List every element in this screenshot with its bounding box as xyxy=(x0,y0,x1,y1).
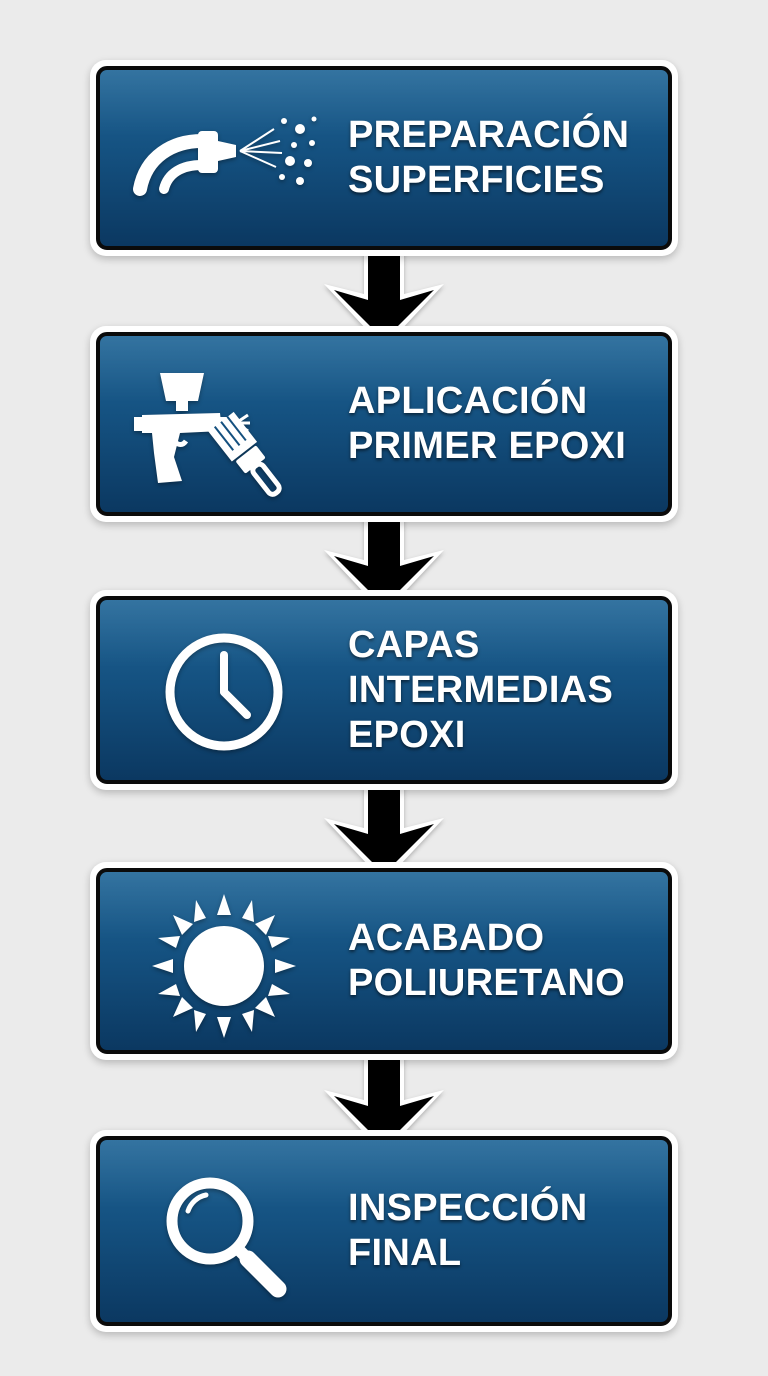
step-label-line: SUPERFICIES xyxy=(348,159,605,201)
sun-icon xyxy=(124,886,324,1046)
step-label-line: POLIURETANO xyxy=(348,962,626,1004)
step-label: CAPAS INTERMEDIAS EPOXI xyxy=(348,600,654,780)
step-acabado-poliuretano: ACABADO POLIURETANO xyxy=(90,862,678,1060)
arrow-down-icon xyxy=(324,244,444,348)
step-label-line: APLICACIÓN xyxy=(348,380,588,422)
step-label: PREPARACIÓN SUPERFICIES xyxy=(348,70,654,246)
hose-spray-icon xyxy=(124,98,324,226)
step-box: APLICACIÓN PRIMER EPOXI xyxy=(96,332,672,516)
step-box: INSPECCIÓN FINAL xyxy=(96,1136,672,1326)
step-label-line: PRIMER EPOXI xyxy=(348,425,627,467)
arrow-down-icon xyxy=(324,1050,444,1154)
arrow-down-icon xyxy=(324,510,444,614)
magnifier-icon xyxy=(124,1160,324,1310)
step-label-line: PREPARACIÓN xyxy=(348,114,630,156)
clock-icon xyxy=(124,622,324,762)
step-preparacion-superficies: PREPARACIÓN SUPERFICIES xyxy=(90,60,678,256)
step-label-line: INTERMEDIAS xyxy=(348,668,614,711)
step-aplicacion-primer-epoxi: APLICACIÓN PRIMER EPOXI xyxy=(90,326,678,522)
step-label-line: EPOXI xyxy=(348,713,466,756)
step-label-line: INSPECCIÓN xyxy=(348,1187,588,1229)
step-label: ACABADO POLIURETANO xyxy=(348,872,654,1050)
spray-gun-brush-icon xyxy=(124,352,324,502)
step-capas-intermedias-epoxi: CAPAS INTERMEDIAS EPOXI xyxy=(90,590,678,790)
step-box: PREPARACIÓN SUPERFICIES xyxy=(96,66,672,250)
step-box: CAPAS INTERMEDIAS EPOXI xyxy=(96,596,672,784)
step-label: APLICACIÓN PRIMER EPOXI xyxy=(348,336,654,512)
step-label-line: CAPAS xyxy=(348,623,480,666)
step-label-line: ACABADO xyxy=(348,917,545,959)
step-label: INSPECCIÓN FINAL xyxy=(348,1140,654,1322)
step-label-line: FINAL xyxy=(348,1232,462,1274)
arrow-down-icon xyxy=(324,778,444,882)
step-box: ACABADO POLIURETANO xyxy=(96,868,672,1054)
step-inspeccion-final: INSPECCIÓN FINAL xyxy=(90,1130,678,1332)
